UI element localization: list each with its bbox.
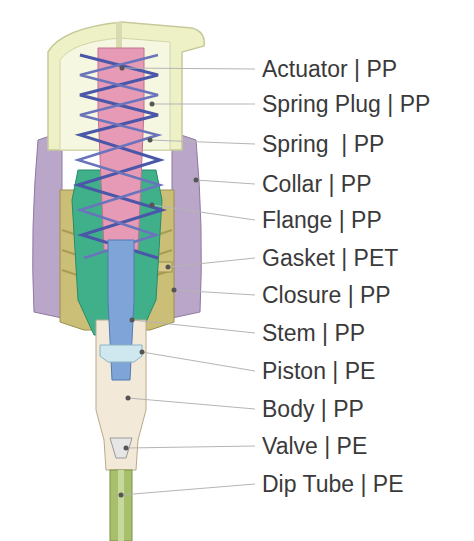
leader-dots <box>119 66 199 498</box>
spring <box>78 55 162 258</box>
part-label: Dip Tube | PE <box>262 470 404 498</box>
dip-tube-bore <box>118 470 124 541</box>
spring-back <box>78 55 160 258</box>
part-label: Spring Plug | PP <box>262 90 430 118</box>
leader-lines <box>121 68 255 495</box>
part-label: Closure | PP <box>262 281 391 309</box>
part-label: Collar | PP <box>262 170 372 198</box>
part-label: Piston | PE <box>262 357 375 385</box>
part-label: Actuator | PP <box>262 55 397 83</box>
part-label: Spring | PP <box>262 130 384 158</box>
piston <box>100 345 142 362</box>
part-label: Body | PP <box>262 395 364 423</box>
part-label: Stem | PP <box>262 319 365 347</box>
collar-right <box>172 132 201 318</box>
part-label: Flange | PP <box>262 206 382 234</box>
part-label: Valve | PE <box>262 432 367 460</box>
collar-left <box>33 132 62 318</box>
dip-tube <box>110 470 132 541</box>
part-label: Gasket | PET <box>262 244 398 272</box>
